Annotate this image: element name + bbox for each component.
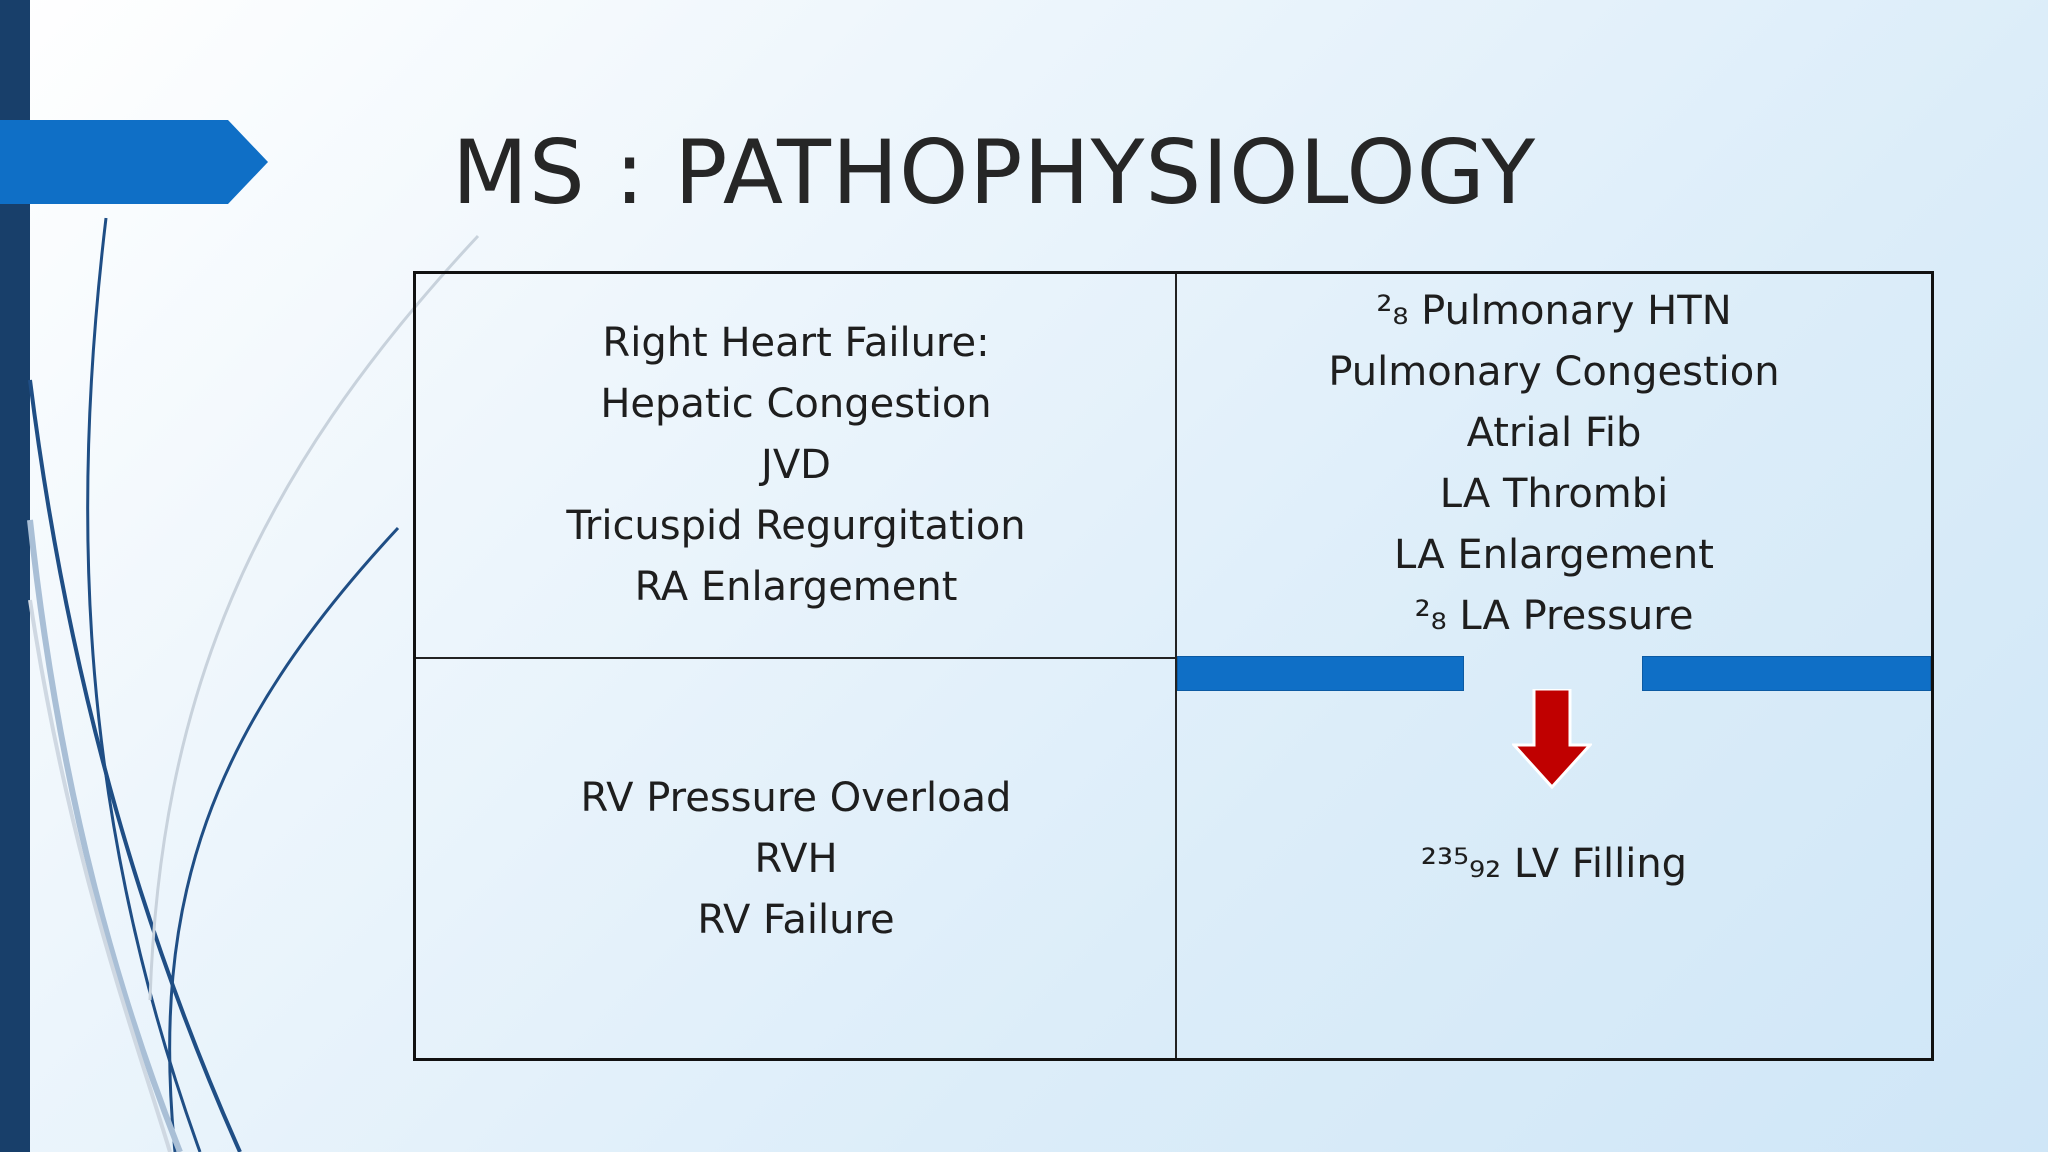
list-item: RVH [754, 835, 838, 882]
list-item: RV Failure [697, 896, 895, 943]
valve-bar-right [1642, 656, 1931, 691]
list-item: Atrial Fib [1466, 410, 1642, 456]
list-item: JVD [761, 442, 831, 488]
decorative-curves [27, 217, 480, 1152]
list-item: Hepatic Congestion [600, 381, 992, 427]
list-item: LA Thrombi [1439, 471, 1669, 517]
valve-bar-left [1177, 656, 1464, 691]
slide-title: MS : PATHOPHYSIOLOGY [452, 121, 1537, 224]
pathophysiology-table: Right Heart Failure: Hepatic Congestion … [413, 271, 1934, 1061]
table-horizontal-divider [416, 657, 1176, 659]
list-item: Tricuspid Regurgitation [566, 503, 1026, 549]
cell-bottom-right: ²³⁵₉₂ LV Filling [1177, 814, 1931, 914]
list-item: LA Enlargement [1394, 532, 1714, 578]
list-item: ²₈ LA Pressure [1414, 593, 1694, 639]
cell-bottom-left: RV Pressure Overload RVH RV Failure [416, 659, 1176, 1059]
list-item: ²³⁵₉₂ LV Filling [1420, 840, 1688, 887]
list-item: Right Heart Failure: [602, 320, 990, 366]
table-vertical-divider [1175, 274, 1177, 1058]
list-item: Pulmonary Congestion [1328, 349, 1780, 395]
down-arrow-icon [1512, 689, 1592, 789]
list-item: RA Enlargement [634, 564, 958, 610]
list-item: ²₈ Pulmonary HTN [1376, 288, 1732, 334]
cell-top-left: Right Heart Failure: Hepatic Congestion … [416, 274, 1176, 657]
title-arrow-shape [0, 120, 268, 204]
list-item: RV Pressure Overload [580, 774, 1012, 821]
cell-top-right: ²₈ Pulmonary HTN Pulmonary Congestion At… [1177, 274, 1931, 654]
